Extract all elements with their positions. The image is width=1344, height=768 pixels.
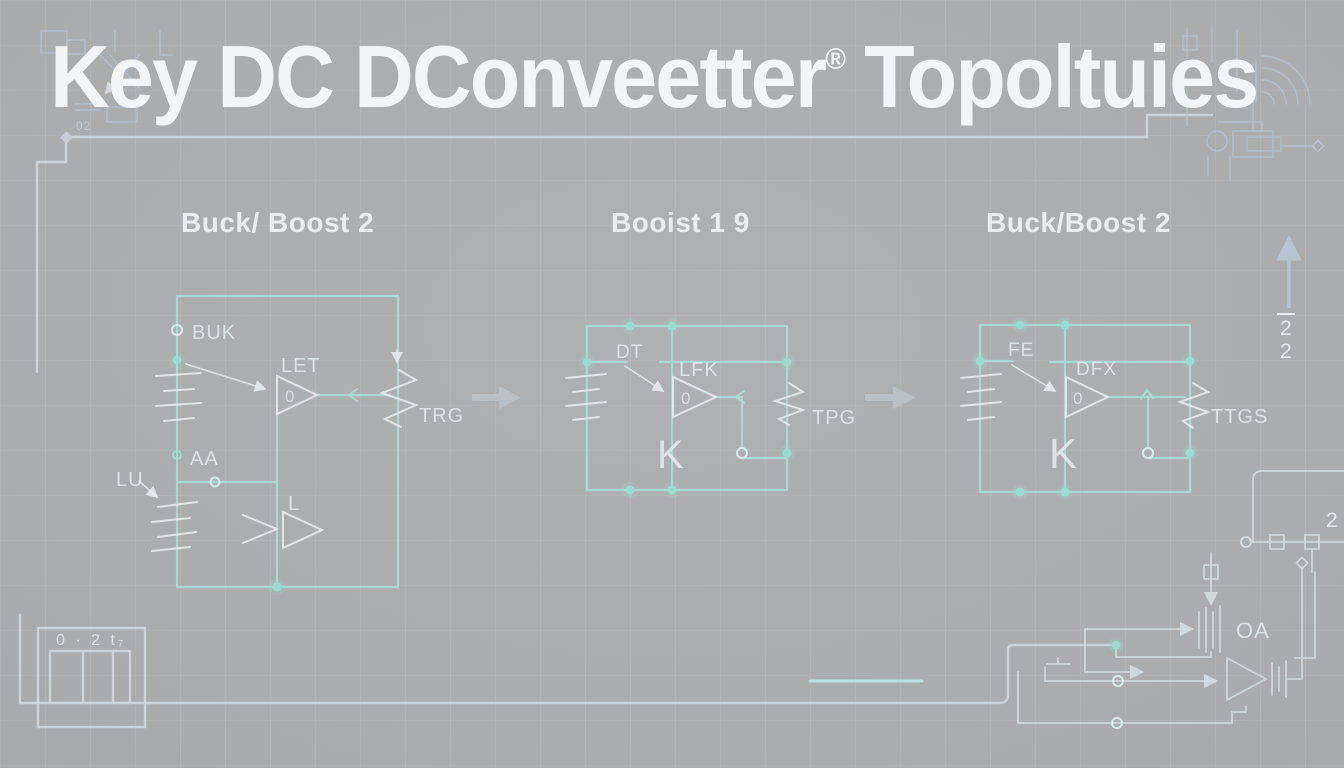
amp-value-2: 0 <box>681 389 690 408</box>
bottom-left-counter-box: 0 · 2 t₇ <box>36 626 147 729</box>
border-diamond-node <box>60 131 73 144</box>
panel-heading-3: Buck/Boost 2 <box>986 207 1171 238</box>
wifi-icon <box>1261 91 1275 105</box>
node-label-buk: BUK <box>192 322 236 344</box>
amp-value-1: 0 <box>285 387 294 406</box>
capacitor-icon <box>1198 605 1221 653</box>
page-title: Key DC DConveetter® Topoltuies <box>50 26 1259 128</box>
fraction-denominator: 2 <box>1280 340 1292 363</box>
registered-mark: ® <box>825 43 846 76</box>
node-label-dt: DT <box>616 342 643 363</box>
top-left-tag: 02 <box>76 119 91 133</box>
flow-arrow-2 <box>865 386 916 409</box>
amp-label-dfx: DFX <box>1076 359 1117 380</box>
ground-icon <box>1044 657 1071 682</box>
panel-heading-1: Buck/ Boost 2 <box>181 207 375 238</box>
load-label-ttgs: TTGS <box>1211 406 1268 428</box>
counter-box-text: 0 · 2 t₇ <box>56 632 126 649</box>
amp-label-lfk: LFK <box>679 359 719 381</box>
switch-label-k3: K <box>1049 430 1077 477</box>
top-left-circuit-doodle <box>40 29 173 123</box>
amp-label-let: LET <box>281 355 321 377</box>
load-label-tpg: TPG <box>812 407 856 429</box>
amplifier-icon <box>1226 656 1268 702</box>
node-label-aa: AA <box>190 448 219 470</box>
buffer-label-l: L <box>288 493 300 515</box>
amp-value-3: 0 <box>1073 389 1082 408</box>
flow-arrow-1 <box>472 386 521 409</box>
callout-label-lu: LU <box>116 469 144 491</box>
circuit-panel-2: DT LFK 0 TPG K <box>565 318 856 498</box>
bottom-right-corner-frame: 2 <box>1240 470 1344 573</box>
switch-label-k2: K <box>657 433 684 477</box>
panel-heading-2: Booist 1 9 <box>611 207 750 238</box>
up-arrow-annotation: 2 2 <box>1276 234 1302 363</box>
title-tail: Topoltuies <box>864 27 1259 126</box>
fraction-numerator: 2 <box>1280 317 1292 340</box>
cap-label-oa: OA <box>1236 618 1270 643</box>
top-right-circuit-doodle <box>1182 24 1325 181</box>
circuit-panel-3: FE DFX 0 TTGS K <box>960 317 1268 500</box>
title-main: Key DC DConveetter <box>50 27 827 126</box>
load-label-trg: TRG <box>419 405 464 427</box>
bottom-right-wiring-cluster: OA <box>1017 552 1316 729</box>
bottom-right-tag: 2 <box>1326 509 1338 532</box>
circuit-panel-1: BUK LET 0 TRG AA LU L <box>116 294 464 595</box>
frame-border-lines <box>18 113 1214 705</box>
node-label-fe: FE <box>1008 340 1034 361</box>
